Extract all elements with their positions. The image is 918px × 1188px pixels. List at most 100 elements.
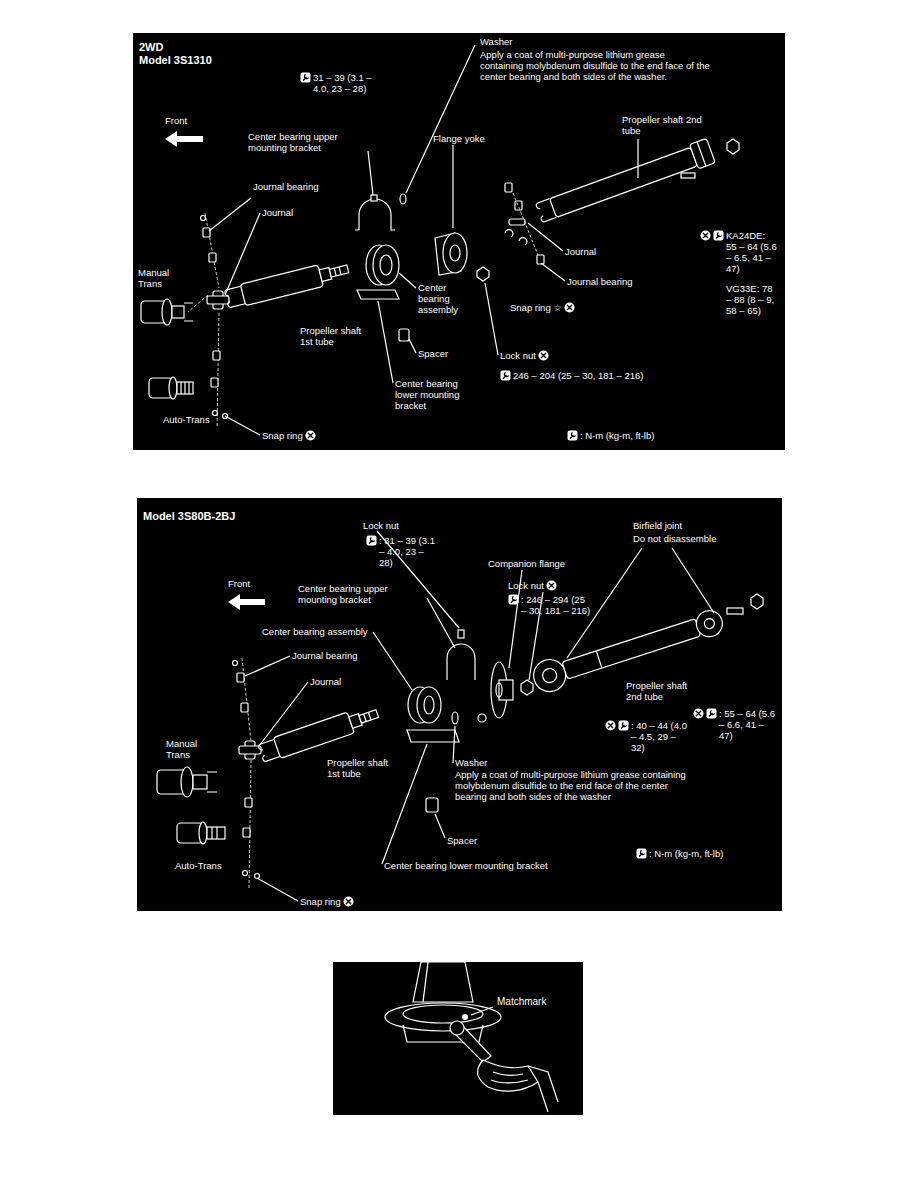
part-label: Companion flange — [488, 558, 565, 569]
part-label: Manual Trans — [166, 738, 208, 760]
part-label: Propeller shaft 1st tube — [300, 325, 372, 347]
torque-symbol — [300, 72, 311, 83]
part-label: Propeller shaft 2nd tube — [626, 680, 701, 702]
panel-title: Model 3S1310 — [139, 54, 212, 67]
part-label: : N-m (kg-m, ft-lb) — [649, 848, 723, 859]
part-label: VG33E: 78 – 88 (8 – 9, 58 – 65) — [726, 283, 778, 316]
label-group: Journal bearing — [292, 650, 358, 661]
do-not-reuse-symbol — [693, 708, 704, 719]
label-group: Journal bearing — [567, 276, 633, 287]
part-label: Front — [228, 578, 250, 589]
part-label: Birfield joint — [633, 520, 682, 531]
do-not-reuse-symbol — [343, 896, 354, 907]
part-label: Center bearing upper mounting bracket — [248, 131, 366, 153]
diagram-panel: Matchmark — [333, 962, 583, 1115]
do-not-reuse-symbol — [605, 720, 616, 731]
heading-box: Model 3S1310 — [139, 54, 212, 67]
part-label: Flange yoke — [433, 133, 485, 144]
label-group: Propeller shaft 2nd tube — [622, 114, 702, 136]
part-label: : 55 – 64 (5.6 – 6.6, 41 – 47) — [719, 708, 775, 741]
part-label: Journal bearing — [567, 276, 633, 287]
diagram-panel: 2WDModel 3S1310 31 – 39 (3.1 – 4.0, 23 – … — [133, 33, 785, 450]
part-label: Snap ring — [262, 430, 303, 441]
do-not-reuse-symbol — [538, 350, 549, 361]
part-label: Journal bearing — [253, 181, 319, 192]
part-label: Lock nut — [500, 350, 536, 361]
part-label: Auto-Trans — [163, 414, 210, 425]
label-group: 246 – 204 (25 – 30, 181 – 216) — [500, 370, 643, 381]
label-group: Propeller shaft 2nd tube — [626, 680, 701, 702]
label-group: Lock nut — [500, 350, 549, 361]
driveshaft-illustration — [133, 33, 785, 450]
label-group: Washer — [455, 757, 487, 768]
label-group: : N-m (kg-m, ft-lb) — [567, 430, 654, 441]
label-group: Journal bearing — [253, 181, 319, 192]
label-group: : 31 – 39 (3.1 – 4.0, 23 – 28) — [366, 535, 439, 568]
part-label: : 246 – 294 (25 – 30, 181 – 216) — [521, 594, 591, 616]
torque-symbol — [636, 848, 647, 859]
label-group: Center bearing lower mounting bracket — [384, 860, 548, 871]
torque-symbol — [706, 708, 717, 719]
do-not-reuse-symbol — [305, 430, 316, 441]
part-label: Washer — [455, 757, 487, 768]
label-group: Flange yoke — [433, 133, 485, 144]
part-label: Lock nut — [363, 520, 399, 531]
torque-symbol — [713, 230, 724, 241]
heading-box: Model 3S80B-2BJ — [143, 510, 235, 523]
part-label: 31 – 39 (3.1 – 4.0, 23 – 28) — [313, 72, 375, 94]
label-group: Washer — [480, 36, 512, 47]
label-group: : 246 – 294 (25 – 30, 181 – 216) — [508, 594, 591, 616]
part-label: Spacer — [418, 348, 448, 359]
label-group: Front — [165, 115, 187, 126]
label-group: Propeller shaft 1st tube — [300, 325, 372, 347]
do-not-reuse-symbol — [546, 580, 557, 591]
do-not-reuse-symbol — [700, 230, 711, 241]
torque-symbol — [508, 594, 519, 605]
label-group: : 40 – 44 (4.0 – 4.5, 29 – 32) — [605, 720, 689, 753]
label-group: Journal — [565, 246, 596, 257]
part-label: : 31 – 39 (3.1 – 4.0, 23 – 28) — [379, 535, 439, 568]
part-label: Journal — [310, 676, 341, 687]
label-group: Snap ring — [300, 896, 354, 907]
label-group: Center bearing assembly — [262, 626, 368, 637]
label-group: Journal — [310, 676, 341, 687]
label-group: Center bearing lower mounting bracket — [395, 378, 480, 411]
part-label: Propeller shaft 2nd tube — [622, 114, 702, 136]
do-not-reuse-symbol — [564, 302, 575, 313]
label-group: Birfield joint — [633, 520, 682, 531]
part-label: Auto-Trans — [175, 860, 222, 871]
label-group: Center bearing upper mounting bracket — [248, 131, 366, 153]
label-group: Front — [228, 578, 250, 589]
part-label: Spacer — [447, 835, 477, 846]
label-group: Center bearing assembly — [418, 282, 480, 315]
label-group: : N-m (kg-m, ft-lb) — [636, 848, 723, 859]
label-group: KA24DE: 55 – 64 (5.6 – 6.5, 41 – 47) — [700, 230, 778, 274]
part-label: : 40 – 44 (4.0 – 4.5, 29 – 32) — [631, 720, 689, 753]
part-label: Center bearing assembly — [262, 626, 368, 637]
label-group: Center bearing upper mounting bracket — [298, 583, 428, 605]
part-label: Snap ring ☆ — [510, 302, 562, 313]
part-label: Do not disassemble — [633, 533, 716, 544]
label-group: Companion flange — [488, 558, 565, 569]
part-label: Center bearing assembly — [418, 282, 480, 315]
part-label: Apply a coat of multi-purpose lithium gr… — [480, 49, 710, 82]
label-group: Spacer — [447, 835, 477, 846]
matchmark-illustration — [333, 962, 583, 1115]
label-group: Auto-Trans — [163, 414, 210, 425]
heading-box: Matchmark — [497, 996, 546, 1008]
part-label: Manual Trans — [138, 267, 180, 289]
label-group: Auto-Trans — [175, 860, 222, 871]
panel-title: Model 3S80B-2BJ — [143, 510, 235, 523]
part-label: Journal bearing — [292, 650, 358, 661]
torque-symbol — [500, 370, 511, 381]
part-label: Snap ring — [300, 896, 341, 907]
label-group: : 55 – 64 (5.6 – 6.6, 41 – 47) — [693, 708, 775, 741]
torque-symbol — [567, 430, 578, 441]
torque-symbol — [618, 720, 629, 731]
panel-title: 2WD — [139, 41, 163, 54]
part-label: KA24DE: 55 – 64 (5.6 – 6.5, 41 – 47) — [726, 230, 778, 274]
label-group: VG33E: 78 – 88 (8 – 9, 58 – 65) — [726, 283, 778, 316]
callout-label: Matchmark — [497, 996, 546, 1008]
label-group: Snap ring — [262, 430, 316, 441]
